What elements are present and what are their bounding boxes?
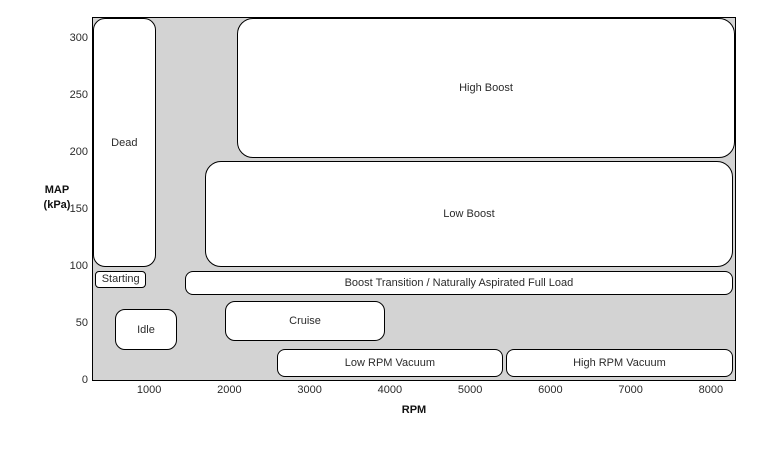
x-tick-label-7000: 7000: [618, 384, 643, 396]
y-axis-label: MAP (kPa): [20, 183, 94, 213]
region-label: High Boost: [459, 82, 513, 94]
region-label: Low RPM Vacuum: [344, 357, 436, 370]
region-idle: Idle: [115, 308, 177, 351]
region-starting: Starting: [95, 270, 146, 288]
x-tick-label-5000: 5000: [457, 384, 483, 396]
x-tick-label-1000: 1000: [136, 384, 162, 396]
region-boost-transition-naturally-aspirated-full-load: Boost Transition / Naturally Aspirated F…: [185, 270, 733, 296]
region-label: Cruise: [289, 315, 321, 328]
region-label: Dead: [111, 136, 138, 149]
x-tick-label-4000: 4000: [377, 384, 403, 396]
y-axis-label-line1: MAP: [44, 184, 70, 196]
region-label: Idle: [137, 323, 155, 336]
x-tick-label-2000: 2000: [217, 384, 242, 396]
region-high-boost: High Boost: [237, 18, 735, 159]
y-tick-label-200: 200: [69, 146, 88, 159]
y-tick-label-300: 300: [69, 32, 88, 45]
region-cruise: Cruise: [225, 301, 386, 342]
region-label: Low Boost: [443, 208, 495, 221]
y-tick-label-100: 100: [69, 260, 88, 273]
y-axis-label-line2: (kPa): [43, 199, 71, 211]
y-tick-label-50: 50: [75, 317, 88, 330]
y-tick-label-0: 0: [81, 374, 88, 386]
x-tick-label-6000: 6000: [538, 384, 563, 396]
region-label: Starting: [101, 273, 140, 286]
region-label: High RPM Vacuum: [573, 357, 666, 370]
region-high-rpm-vacuum: High RPM Vacuum: [506, 349, 733, 378]
y-tick-label-250: 250: [69, 89, 88, 102]
x-tick-label-8000: 8000: [698, 384, 724, 396]
x-tick-label-3000: 3000: [297, 384, 322, 396]
region-low-boost: Low Boost: [205, 161, 733, 268]
y-tick-label-150: 150: [69, 203, 88, 216]
region-low-rpm-vacuum: Low RPM Vacuum: [276, 349, 504, 378]
region-dead: Dead: [93, 18, 156, 268]
region-label: Boost Transition / Naturally Aspirated F…: [344, 276, 574, 289]
x-axis-label: RPM: [401, 404, 427, 416]
